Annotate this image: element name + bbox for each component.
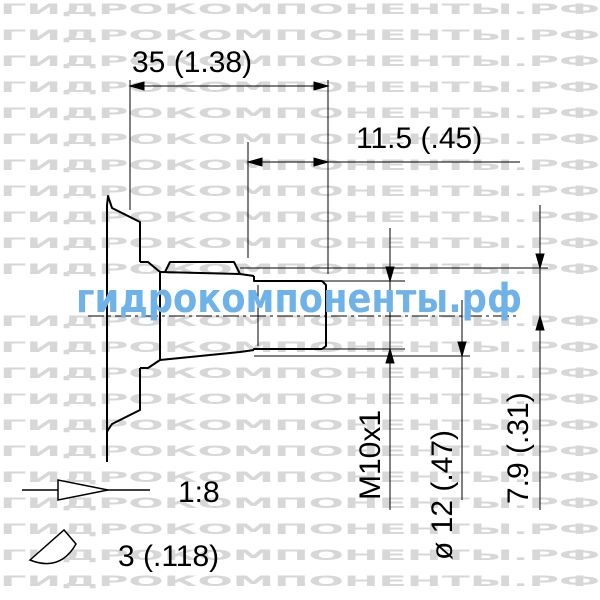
keyway <box>164 261 241 275</box>
watermark-row: ГИДРОКОМПОНЕНТЫ.РФ <box>0 28 600 44</box>
arrowhead <box>457 341 467 358</box>
dimension-lines <box>128 81 545 510</box>
watermark-row: ГИДРОКОМПОНЕНТЫ.РФ <box>0 522 600 538</box>
watermark-row: ГИДРОКОМПОНЕНТЫ.РФ <box>0 314 600 330</box>
arrowhead <box>128 81 145 91</box>
flange-outline <box>106 195 141 262</box>
woodruff-key-icon <box>28 528 77 565</box>
watermark-row: ГИДРОКОМПОНЕНТЫ.РФ <box>0 2 600 18</box>
arrowhead <box>313 157 330 167</box>
arrowhead <box>385 266 395 283</box>
diameter-label: ø 12 (.47) <box>426 430 459 560</box>
watermark-row: ГИДРОКОМПОНЕНТЫ.РФ <box>0 574 600 590</box>
watermark-row: ГИДРОКОМПОНЕНТЫ.РФ <box>0 548 600 564</box>
watermark-row: ГИДРОКОМПОНЕНТЫ.РФ <box>0 496 600 512</box>
taper-symbol-icon <box>22 479 150 501</box>
watermark-row: ГИДРОКОМПОНЕНТЫ.РФ <box>0 236 600 252</box>
arrowhead <box>535 253 545 270</box>
arrowhead <box>246 157 263 167</box>
watermark-row: ГИДРОКОМПОНЕНТЫ.РФ <box>0 132 600 148</box>
watermark-row: ГИДРОКОМПОНЕНТЫ.РФ <box>0 158 600 174</box>
watermark-row: ГИДРОКОМПОНЕНТЫ.РФ <box>0 418 600 434</box>
arrowhead <box>385 347 395 364</box>
watermark-row: ГИДРОКОМПОНЕНТЫ.РФ <box>0 184 600 200</box>
watermark-row: ГИДРОКОМПОНЕНТЫ.РФ <box>0 210 600 226</box>
watermark-row: ГИДРОКОМПОНЕНТЫ.РФ <box>0 80 600 96</box>
height-label: 7.9 (.31) <box>502 392 535 504</box>
watermark-row: ГИДРОКОМПОНЕНТЫ.РФ <box>0 54 600 70</box>
flange-outline-lower <box>106 368 141 433</box>
key-size-label: 3 (.118) <box>118 540 219 573</box>
overall-length-label: 35 (1.38) <box>132 46 252 79</box>
watermark-row: ГИДРОКОМПОНЕНТЫ.РФ <box>0 470 600 486</box>
watermark-row: ГИДРОКОМПОНЕНТЫ.РФ <box>0 392 600 408</box>
watermark-row: ГИДРОКОМПОНЕНТЫ.РФ <box>0 366 600 382</box>
watermark-row: ГИДРОКОМПОНЕНТЫ.РФ <box>0 262 600 278</box>
thread-label: M10x1 <box>354 410 387 500</box>
hub-neck <box>140 261 161 369</box>
watermark-row: ГИДРОКОМПОНЕНТЫ.РФ <box>0 106 600 122</box>
watermark-row: ГИДРОКОМПОНЕНТЫ.РФ <box>0 444 600 460</box>
watermark-main: гидрокомпоненты.рф <box>76 276 522 322</box>
arrowhead <box>535 314 545 331</box>
arrowhead <box>313 81 330 91</box>
taper-lower-edge <box>159 349 255 361</box>
thread-length-label: 11.5 (.45) <box>356 122 482 155</box>
shaft-drawing <box>106 195 327 462</box>
taper-ratio-label: 1:8 <box>178 476 220 509</box>
